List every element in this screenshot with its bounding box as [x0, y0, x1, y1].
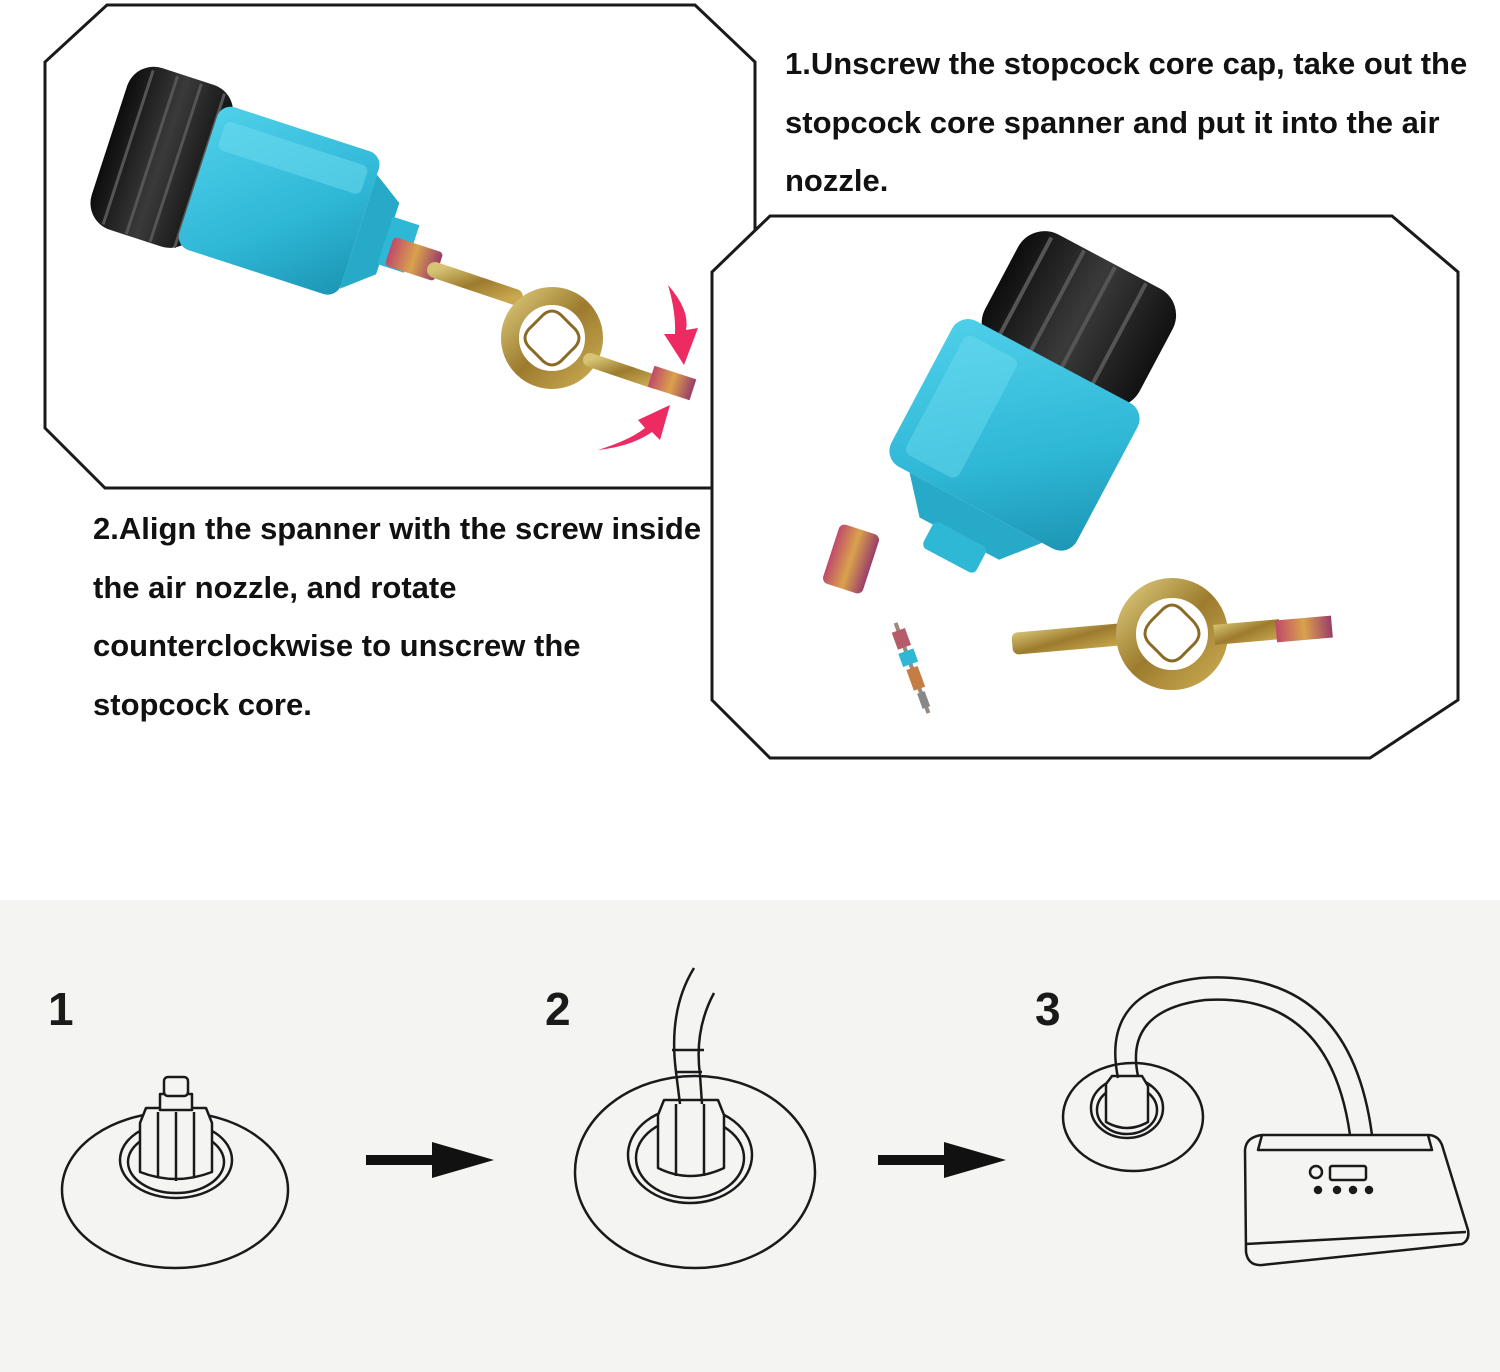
instruction-step-2: 2.Align the spanner with the screw insid… — [93, 511, 702, 722]
step-number-1: 1 — [48, 983, 74, 1035]
valve-core-icon — [891, 622, 931, 714]
valve-base-icon — [1061, 1061, 1205, 1173]
pointer-arrow-icon — [598, 405, 670, 450]
step-number-3: 3 — [1035, 983, 1061, 1035]
instruction-step-1: 1.Unscrew the stopcock core cap, take ou… — [785, 46, 1468, 198]
valve-thread-icon — [823, 524, 879, 594]
valve-spanner-icon — [1011, 578, 1333, 690]
hose-icon — [672, 967, 716, 1105]
air-pump-icon — [1243, 1133, 1470, 1267]
flow-arrow-icon — [366, 1142, 494, 1178]
valve-adapter-icon — [90, 66, 420, 295]
step-number-2: 2 — [545, 983, 571, 1035]
valve-base-icon — [60, 1075, 290, 1270]
instruction-panels — [43, 3, 1460, 760]
flow-arrow-icon — [878, 1142, 1006, 1178]
pointer-arrow-icon — [664, 285, 698, 365]
valve-spanner-icon — [385, 237, 697, 401]
valve-base-icon — [573, 1074, 817, 1270]
hose-icon — [1114, 976, 1374, 1136]
valve-adapter-icon — [889, 231, 1177, 573]
steps-band — [0, 900, 1500, 1372]
